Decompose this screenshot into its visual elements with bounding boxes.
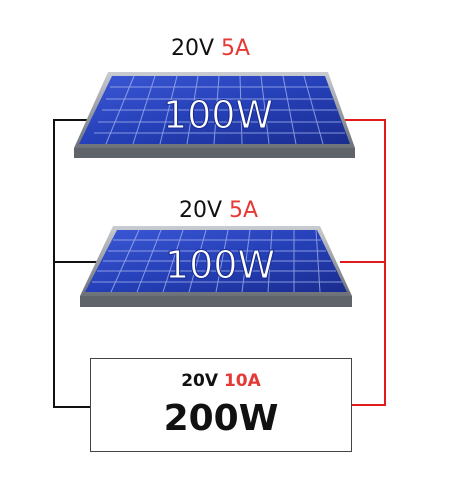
panel-2-current: 5A xyxy=(229,198,259,223)
output-current: 10A xyxy=(223,371,261,391)
output-watt: 200W xyxy=(163,398,279,439)
solar-panel-2 xyxy=(80,226,352,307)
negative-wire xyxy=(53,119,98,408)
panel-1-spec: 20V 5A xyxy=(171,38,250,60)
panel-2-spec: 20V 5A xyxy=(179,200,258,222)
panel-1-voltage: 20V xyxy=(171,36,215,61)
combined-output-box: 20V 10A 200W xyxy=(90,358,352,452)
panel-2-watt: 100W xyxy=(165,243,275,287)
panel-1-watt: 100W xyxy=(163,93,273,137)
panel-1-current: 5A xyxy=(221,36,251,61)
output-spec: 20V 10A xyxy=(91,373,351,390)
solar-panel-1 xyxy=(74,72,355,158)
positive-wire xyxy=(338,119,386,406)
output-voltage: 20V xyxy=(181,371,219,391)
panel-2-voltage: 20V xyxy=(179,198,223,223)
